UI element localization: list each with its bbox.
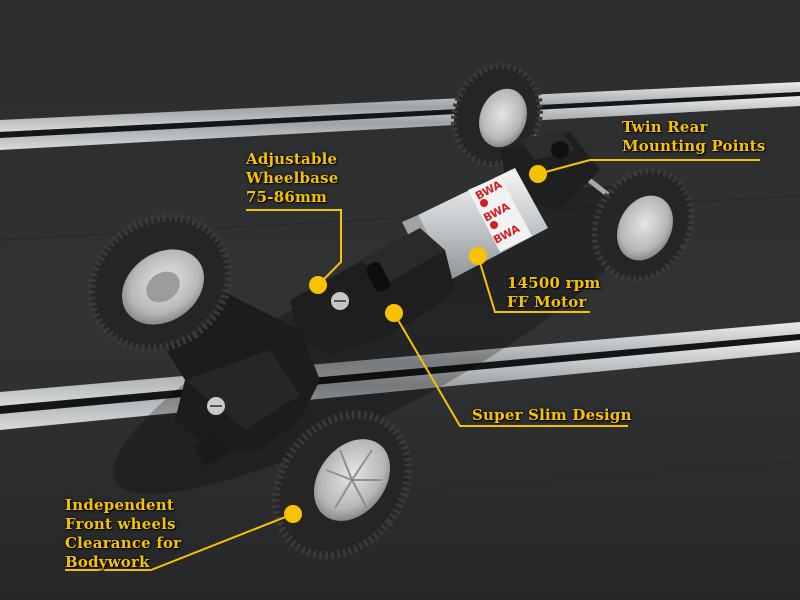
callout-line: Mounting Points [622,137,766,155]
dot-wheelbase [309,276,327,294]
dot-slim [385,304,403,322]
callout-line: Adjustable [246,150,338,168]
callout-line: Front wheels [65,515,176,533]
leader-front [65,513,294,571]
annotation-leaders [65,159,760,571]
callout-line: 75-86mm [246,188,328,206]
callout-line: FF Motor [507,293,587,311]
leader-twin-rear [537,159,760,175]
leader-wheelbase [246,209,342,286]
callout-ff-motor: 14500 rpm FF Motor [507,274,600,312]
front-right-wheel [271,410,413,560]
dot-motor [469,247,487,265]
callout-line: Independent [65,496,174,514]
dot-front [284,505,302,523]
callout-adjustable-wheelbase: Adjustable Wheelbase 75-86mm [246,150,339,207]
callout-twin-rear-mounting: Twin Rear Mounting Points [622,118,766,156]
upper-slot-rails [0,82,800,150]
leader-motor [477,255,590,313]
callout-line: 14500 rpm [507,274,601,292]
annotation-dots [284,165,547,523]
callout-line: Super Slim Design [472,406,632,424]
callout-line: Clearance for [65,534,182,552]
callout-line: Wheelbase [246,169,339,187]
front-left-wheel [87,213,233,353]
main-chassis-plate [290,228,455,355]
callout-super-slim-design: Super Slim Design [472,406,632,425]
callout-line: Twin Rear [622,118,708,136]
callout-independent-front-wheels: Independent Front wheels Clearance for B… [65,496,181,572]
rear-left-wheel [450,62,544,168]
leader-slim [393,312,628,427]
rear-right-wheel [591,168,695,282]
guide-blade [195,436,227,466]
callout-line: Bodywork [65,553,150,571]
dot-twin-rear [529,165,547,183]
